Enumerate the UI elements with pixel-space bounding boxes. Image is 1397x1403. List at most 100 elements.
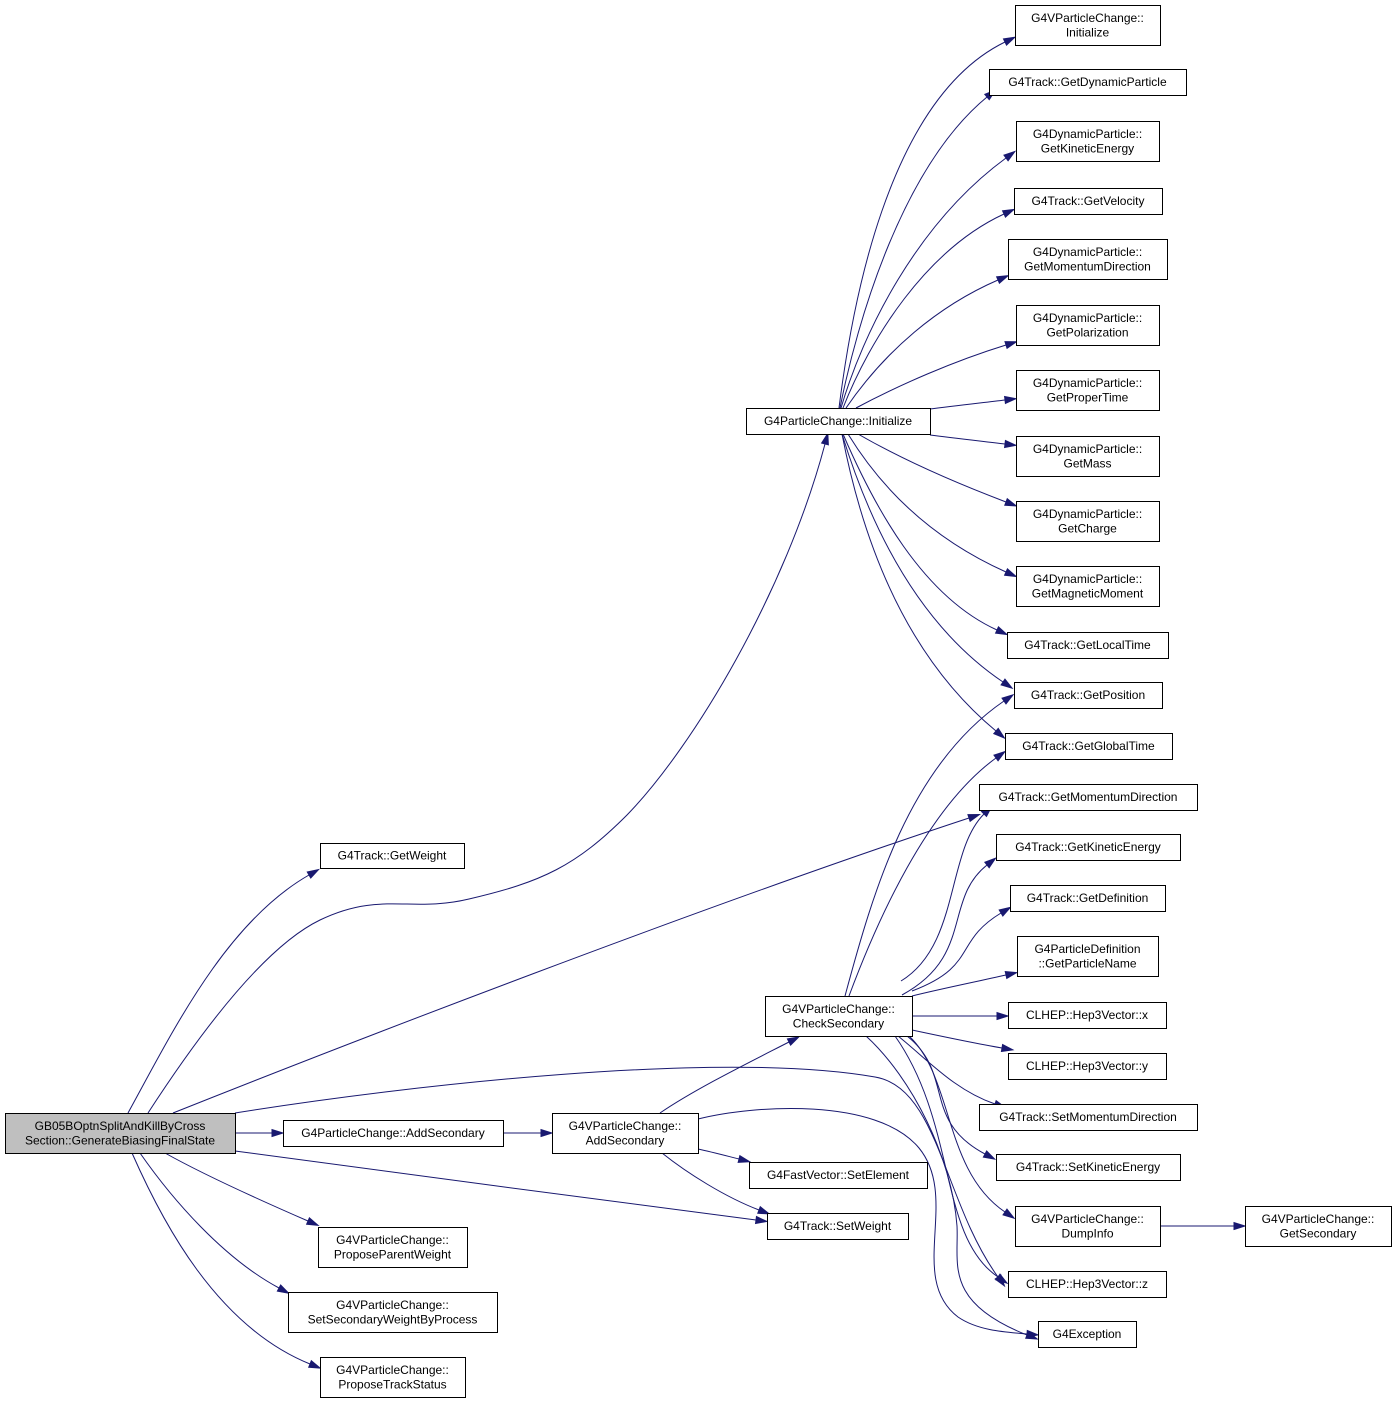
node-proposetrackstatus[interactable]: G4VParticleChange::ProposeTrackStatus (320, 1357, 466, 1398)
node-getsecondary[interactable]: G4VParticleChange::GetSecondary (1245, 1206, 1392, 1247)
edge-pcinit-to-getposition (841, 433, 1014, 690)
node-root[interactable]: GB05BOptnSplitAndKillByCrossSection::Gen… (5, 1113, 236, 1154)
node-label: G4Track::GetVelocity (1032, 194, 1145, 208)
node-box (1008, 1271, 1167, 1298)
node-box (1008, 1002, 1167, 1029)
node-box (767, 1213, 909, 1240)
node-getdef[interactable]: G4Track::GetDefinition (1010, 885, 1166, 912)
node-label: G4DynamicParticle:: (1033, 245, 1142, 259)
node-label: SetSecondaryWeightByProcess (308, 1312, 478, 1326)
edge-pcinit-to-getlocaltime (842, 433, 1009, 636)
edge-root-to-getweight (127, 868, 320, 1114)
edge-pcinit-to-dpgetmomdir (845, 274, 1010, 409)
node-label: G4Track::GetDynamicParticle (1008, 75, 1167, 89)
node-box (1017, 936, 1159, 977)
node-box (1016, 121, 1160, 162)
node-label: G4VParticleChange:: (1031, 11, 1144, 25)
arrowhead-icon (998, 906, 1012, 917)
edge-pcinit-to-dpgetpol (855, 341, 1019, 409)
arrowhead-icon (820, 431, 829, 446)
node-dpgetmomdir[interactable]: G4DynamicParticle::GetMomentumDirection (1008, 239, 1168, 280)
arrowhead-icon (992, 727, 1006, 740)
node-box (5, 1113, 236, 1154)
node-setsecweight[interactable]: G4VParticleChange::SetSecondaryWeightByP… (288, 1292, 498, 1333)
arrowhead-icon (984, 857, 997, 869)
node-hepy[interactable]: CLHEP::Hep3Vector::y (1008, 1053, 1167, 1080)
node-getmomdir[interactable]: G4Track::GetMomentumDirection (979, 784, 1198, 811)
node-label: G4VParticleChange:: (1262, 1212, 1375, 1226)
node-label: G4VParticleChange:: (336, 1233, 449, 1247)
edge-vpcaddsec-to-fvsetelement (697, 1148, 752, 1163)
node-getglobaltime[interactable]: G4Track::GetGlobalTime (1005, 733, 1173, 760)
node-pcinit[interactable]: G4ParticleChange::Initialize (746, 408, 931, 435)
node-setke[interactable]: G4Track::SetKineticEnergy (996, 1154, 1181, 1181)
node-getlocaltime[interactable]: G4Track::GetLocalTime (1007, 632, 1169, 659)
edge-pcinit-to-dpgetproper (929, 395, 1018, 410)
node-checksec[interactable]: G4VParticleChange::CheckSecondary (765, 996, 913, 1037)
node-g4exception[interactable]: G4Exception (1038, 1321, 1137, 1348)
node-setmomdir[interactable]: G4Track::SetMomentumDirection (979, 1104, 1198, 1131)
edge-root-to-proposetrackstatus (131, 1152, 322, 1369)
node-dpgetproper[interactable]: G4DynamicParticle::GetProperTime (1016, 370, 1160, 411)
edge-pcinit-to-getvelocity (842, 208, 1016, 409)
node-hepx[interactable]: CLHEP::Hep3Vector::x (1008, 1002, 1167, 1029)
node-setweight[interactable]: G4Track::SetWeight (767, 1213, 909, 1240)
node-label: G4DynamicParticle:: (1033, 311, 1142, 325)
node-box (996, 834, 1181, 861)
node-label: G4ParticleChange::Initialize (764, 414, 912, 428)
node-pcaddsec[interactable]: G4ParticleChange::AddSecondary (283, 1120, 504, 1147)
node-box (746, 408, 931, 435)
node-label: G4Track::GetDefinition (1027, 891, 1149, 905)
node-box (1007, 632, 1169, 659)
node-getke[interactable]: G4Track::GetKineticEnergy (996, 834, 1181, 861)
node-label: G4Track::GetGlobalTime (1022, 739, 1155, 753)
node-vpcaddsec[interactable]: G4VParticleChange::AddSecondary (552, 1113, 699, 1154)
node-label: G4DynamicParticle:: (1033, 376, 1142, 390)
node-label: GetMass (1063, 456, 1111, 470)
edge-checksec-to-hepz (894, 1035, 1009, 1285)
node-proposeparentweight[interactable]: G4VParticleChange::ProposeParentWeight (318, 1227, 468, 1268)
arrowhead-icon (540, 1128, 554, 1138)
edge-checksec-to-getglobaltime (848, 750, 1007, 997)
node-getdynpart[interactable]: G4Track::GetDynamicParticle (989, 69, 1187, 96)
node-dpgetcharge[interactable]: G4DynamicParticle::GetCharge (1016, 501, 1160, 542)
arrowhead-icon (786, 1036, 801, 1046)
edge-checksec-to-dumpinfo (908, 1035, 1016, 1220)
edge-root-to-getmomdir (172, 814, 982, 1114)
node-label: ProposeParentWeight (334, 1247, 452, 1261)
node-label: G4VParticleChange:: (1031, 1212, 1144, 1226)
node-dpgetpol[interactable]: G4DynamicParticle::GetPolarization (1016, 305, 1160, 346)
node-label: G4Track::SetKineticEnergy (1016, 1160, 1160, 1174)
node-getposition[interactable]: G4Track::GetPosition (1014, 682, 1163, 709)
arrowhead-icon (305, 1216, 320, 1227)
node-label: GetCharge (1058, 521, 1117, 535)
node-getpname[interactable]: G4ParticleDefinition::GetParticleName (1017, 936, 1159, 977)
edge-pcaddsec-to-vpcaddsec (503, 1128, 554, 1138)
edge-root-to-proposeparentweight (164, 1152, 320, 1227)
arrowhead-icon (754, 1215, 769, 1225)
node-label: GB05BOptnSplitAndKillByCross (35, 1119, 206, 1133)
arrowhead-icon (1002, 36, 1017, 46)
node-dumpinfo[interactable]: G4VParticleChange::DumpInfo (1015, 1206, 1161, 1247)
node-label: CLHEP::Hep3Vector::x (1026, 1008, 1148, 1022)
node-label: GetSecondary (1280, 1226, 1357, 1240)
node-box (979, 784, 1198, 811)
node-label: G4VParticleChange:: (782, 1002, 895, 1016)
node-label: GetPolarization (1046, 325, 1128, 339)
node-dpgetke[interactable]: G4DynamicParticle::GetKineticEnergy (1016, 121, 1160, 162)
node-hepz[interactable]: CLHEP::Hep3Vector::z (1008, 1271, 1167, 1298)
node-dpgetmagmom[interactable]: G4DynamicParticle::GetMagneticMoment (1016, 566, 1160, 607)
arrowhead-icon (1003, 567, 1018, 578)
node-getvelocity[interactable]: G4Track::GetVelocity (1014, 188, 1163, 215)
edges-layer (127, 36, 1247, 1369)
node-label: CheckSecondary (793, 1016, 884, 1030)
edge-root-to-pcinit (147, 431, 829, 1114)
node-vpcinit[interactable]: G4VParticleChange::Initialize (1015, 5, 1161, 46)
node-label: GetMagneticMoment (1032, 586, 1144, 600)
node-fvsetelement[interactable]: G4FastVector::SetElement (749, 1162, 928, 1189)
node-box (1014, 188, 1163, 215)
node-box (552, 1113, 699, 1154)
arrowhead-icon (1000, 678, 1014, 690)
node-getweight[interactable]: G4Track::GetWeight (320, 843, 465, 869)
node-dpgetmass[interactable]: G4DynamicParticle::GetMass (1016, 436, 1160, 477)
